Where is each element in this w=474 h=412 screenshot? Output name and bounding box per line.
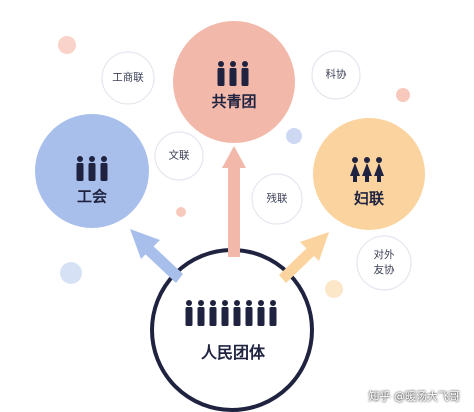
node-canlian-circle: [251, 173, 303, 225]
center-label: 人民团体: [200, 343, 266, 362]
node-kexie-circle: [311, 50, 361, 100]
decor-dot: [325, 280, 343, 298]
decor-dot: [176, 207, 186, 217]
node-gongshanglian-label: 工商联: [112, 71, 144, 84]
arrow-to-fulian: [279, 232, 329, 283]
watermark: 知乎 @暖汤大飞哥: [368, 390, 461, 403]
arrow-to-gongqingtuan: [222, 146, 246, 257]
decor-dot: [286, 128, 302, 144]
node-canlian-label: 残联: [266, 192, 288, 205]
people-group-icon: [185, 300, 277, 326]
node-wenlian-label: 文联: [168, 149, 190, 162]
node-gonghui-label: 工会: [76, 187, 108, 206]
node-duiwaiyouxie-label: 对外 友协: [373, 249, 395, 276]
arrow-to-gonghui: [130, 229, 183, 283]
node-kexie-label: 科协: [325, 68, 347, 81]
people-icon: [76, 61, 384, 182]
decor-dot: [58, 36, 76, 54]
decor-dot: [60, 262, 82, 284]
node-gongqingtuan-label: 共青团: [211, 92, 257, 111]
node-fulian-label: 妇联: [353, 189, 385, 208]
decor-dot: [396, 88, 410, 102]
node-gongshanglian-circle: [101, 51, 155, 105]
node-duiwaiyouxie-circle: [356, 235, 412, 291]
node-wenlian-circle: [154, 131, 204, 181]
